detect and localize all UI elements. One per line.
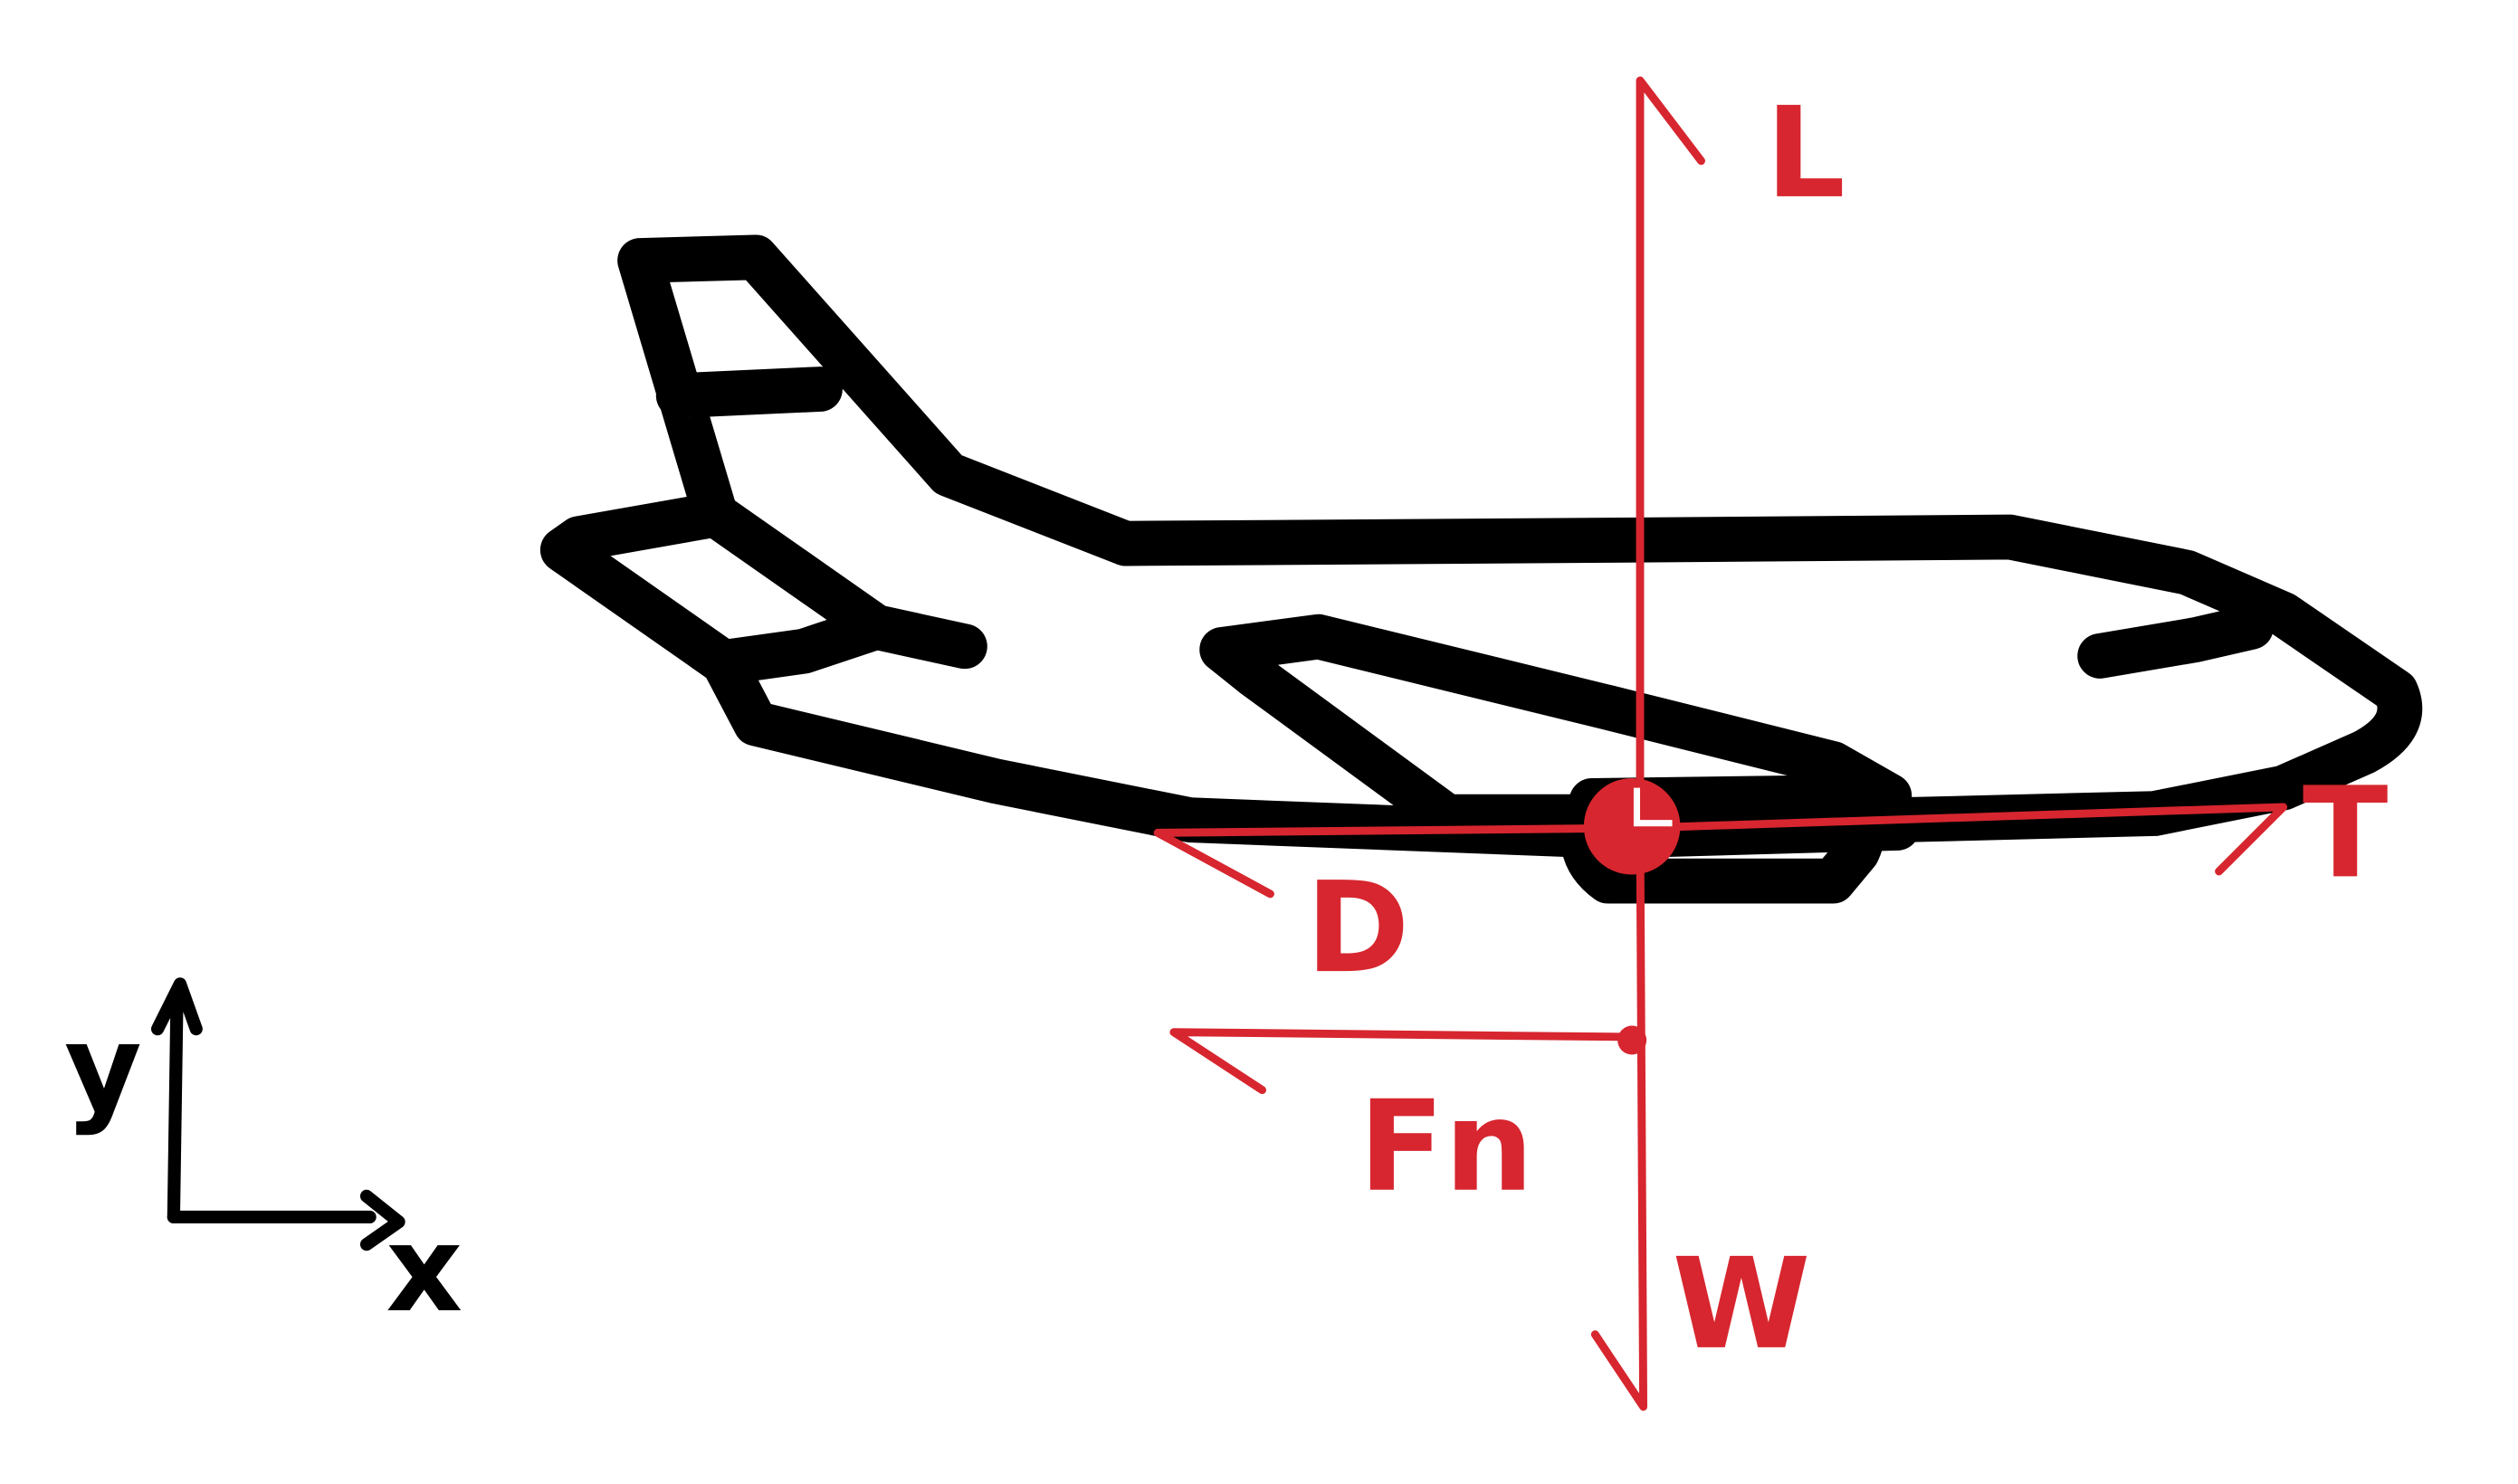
net-force-arrow [1169, 1028, 1636, 1095]
fuselage-top [1102, 514, 2423, 843]
net-force-label: Fn [1359, 1073, 1533, 1220]
lift-label: L [1766, 80, 1846, 226]
cockpit-window [2077, 604, 2274, 679]
lift-arrow [1636, 76, 1705, 832]
x-axis-label: x [386, 1201, 463, 1339]
drag-arrow [1153, 823, 1645, 899]
net-force-origin-dot [1617, 1025, 1647, 1055]
y-axis-label: y [64, 1000, 142, 1138]
tail-fin [617, 234, 1149, 670]
weight-arrow [1590, 823, 1648, 1412]
y-axis-arrow [150, 977, 203, 1224]
airplane-icon [539, 234, 2423, 904]
thrust-label: T [2303, 759, 2389, 906]
horizontal-stabilizer [539, 491, 900, 685]
drag-label: D [1306, 854, 1410, 1001]
coordinate-axes [150, 977, 405, 1251]
wing [1199, 614, 1912, 840]
x-axis-arrow [167, 1189, 405, 1251]
weight-label: W [1673, 1231, 1811, 1377]
center-of-mass-highlight [1633, 787, 1673, 827]
center-of-mass-dot [1583, 777, 1681, 875]
thrust-arrow [1636, 803, 2288, 876]
force-vectors [1153, 76, 2288, 1412]
